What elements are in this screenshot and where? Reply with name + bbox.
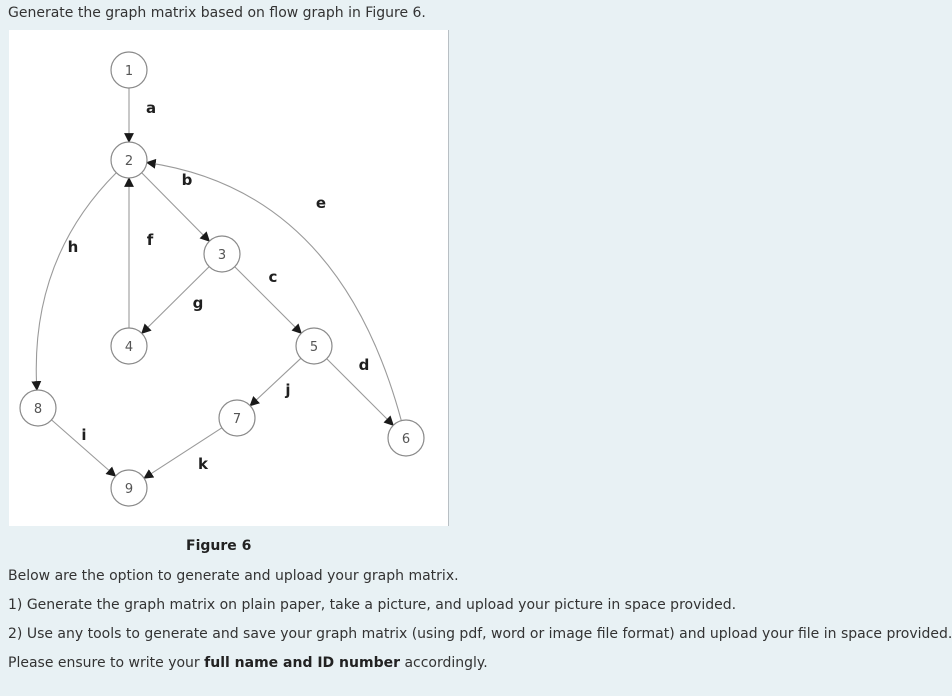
edge-label-g: g: [193, 294, 204, 312]
question-text: Generate the graph matrix based on flow …: [8, 5, 426, 21]
flow-graph-svg: 1 2 3 4 5 6 7 8 9 a b c d e f g h i j k: [19, 51, 425, 507]
edge-h: [31, 172, 117, 392]
edge-label-a: a: [146, 99, 156, 117]
instructions-option-2: 2) Use any tools to generate and save yo…: [8, 626, 952, 642]
nodes-layer: 1 2 3 4 5 6 7 8 9: [19, 51, 425, 507]
edge-label-i: i: [81, 426, 86, 444]
edge-label-f: f: [147, 231, 154, 249]
node-circle-7: [218, 399, 256, 437]
flow-graph-figure: 1 2 3 4 5 6 7 8 9 a b c d e f g h i j k: [9, 30, 449, 526]
node-circle-4: [110, 327, 148, 365]
node-circle-8: [19, 389, 57, 427]
node-circle-3: [203, 235, 241, 273]
instructions-option-1: 1) Generate the graph matrix on plain pa…: [8, 597, 737, 613]
node-circle-9: [110, 469, 148, 507]
edge-d: [326, 358, 394, 426]
edge-labels-layer: a b c d e f g h i j k: [68, 99, 370, 473]
node-6: 6: [387, 419, 425, 457]
edge-j: [249, 357, 302, 407]
node-1: 1: [110, 51, 148, 89]
edge-label-e: e: [316, 194, 326, 212]
figure-caption: Figure 6: [186, 538, 252, 554]
node-8: 8: [19, 389, 57, 427]
edge-g: [141, 266, 210, 335]
node-label-5: 5: [310, 340, 318, 355]
note-bold: full name and ID number: [204, 655, 400, 671]
edge-label-c: c: [269, 268, 278, 286]
node-label-1: 1: [125, 64, 133, 79]
node-label-4: 4: [125, 340, 133, 355]
edge-label-d: d: [359, 356, 370, 374]
edge-label-k: k: [198, 455, 209, 473]
note-prefix: Please ensure to write your: [8, 655, 205, 671]
node-circle-2: [110, 141, 148, 179]
edge-i: [51, 419, 117, 477]
node-circle-1: [110, 51, 148, 89]
node-3: 3: [203, 235, 241, 273]
node-5: 5: [295, 327, 333, 365]
node-4: 4: [110, 327, 148, 365]
node-7: 7: [218, 399, 256, 437]
node-2: 2: [110, 141, 148, 179]
edge-c: [234, 266, 302, 334]
edge-label-j: j: [284, 381, 290, 399]
edge-label-b: b: [182, 171, 193, 189]
node-label-7: 7: [233, 412, 241, 427]
node-circle-6: [387, 419, 425, 457]
edge-b: [141, 172, 211, 242]
node-label-9: 9: [125, 482, 133, 497]
edge-e: [145, 158, 402, 421]
edge-k: [143, 427, 223, 479]
node-label-2: 2: [125, 154, 133, 169]
node-circle-5: [295, 327, 333, 365]
node-9: 9: [110, 469, 148, 507]
note-suffix: accordingly.: [400, 655, 488, 671]
instructions-intro: Below are the option to generate and upl…: [8, 568, 459, 584]
instructions-note: Please ensure to write your full name an…: [8, 655, 488, 671]
node-label-8: 8: [34, 402, 42, 417]
edge-label-h: h: [68, 238, 79, 256]
node-label-3: 3: [218, 248, 226, 263]
node-label-6: 6: [402, 432, 410, 447]
edges-layer: [31, 88, 402, 479]
